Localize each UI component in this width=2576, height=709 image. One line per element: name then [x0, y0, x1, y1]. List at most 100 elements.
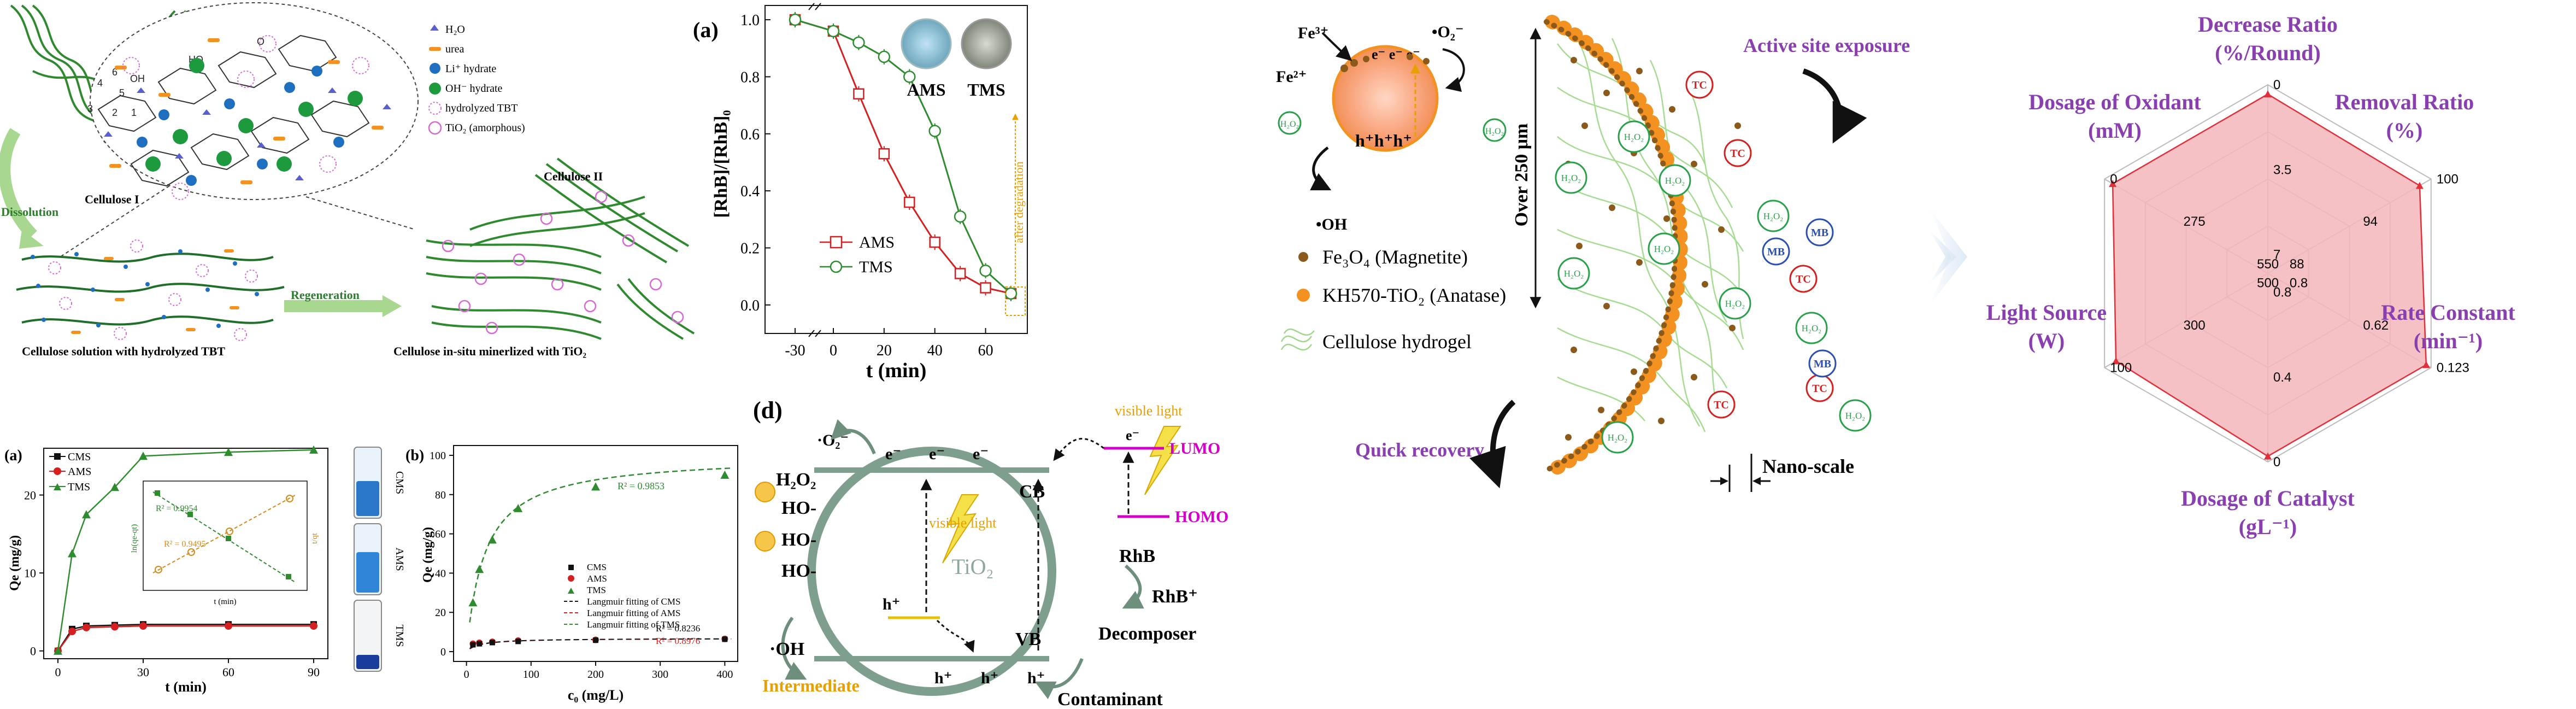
radar-tick-label: 94 [2363, 214, 2378, 229]
inset-ylabel-left: ln(qe-qt) [130, 524, 139, 553]
iso-point-cms [593, 637, 598, 643]
iso-ytick-label: 80 [435, 489, 446, 501]
panel-cellulose-scheme: Cellulose I Dissolution 4 6 5 3 2 1 OH [0, 2, 695, 358]
svg-text:CMS: CMS [587, 562, 607, 572]
iso-xtick-label: 300 [652, 669, 668, 681]
kin-line-ams [57, 625, 314, 652]
svg-text:H₂O₂: H₂O₂ [1561, 173, 1581, 183]
svg-text:Langmuir fitting of TMS: Langmuir fitting of TMS [587, 619, 680, 630]
radar-data-point [2112, 357, 2120, 365]
svg-text:MB: MB [1811, 227, 1828, 239]
decomposer-label: Decomposer [1098, 624, 1196, 644]
svg-text:TC: TC [1692, 79, 1707, 91]
svg-text:H₂O₂: H₂O₂ [1564, 268, 1584, 279]
nano-scale-label: Nano-scale [1762, 455, 1854, 477]
ring-oh-3: O [257, 36, 264, 47]
iso-ytick-label: 60 [435, 529, 446, 541]
iso-point-tms [514, 503, 523, 512]
kin-point-ams [225, 622, 232, 630]
contaminant-label: Contaminant [1057, 689, 1163, 709]
inset-r2-2: R² = 0.9495 [164, 540, 206, 549]
lightning-icon [942, 494, 979, 564]
inset-xlabel: t (min) [214, 597, 236, 606]
radar-axis-label: Light Source [1986, 300, 2107, 325]
radar-data-point [2415, 181, 2424, 189]
radar-tick-label: 0.4 [2273, 370, 2291, 385]
h-1: h⁺ [934, 669, 952, 687]
radar-data-point [2264, 90, 2272, 98]
iso-point-cms [489, 640, 495, 646]
svg-text:H₂O₂: H₂O₂ [1725, 298, 1745, 309]
isotherm-ylabel: Qe (mg/g) [421, 527, 435, 583]
species-legend: H₂O urea Li⁺ hydrate OH⁻ hydrate hydroly… [428, 24, 525, 135]
isotherm-legend: CMS AMS TMS Langmuir fitting of CMS Lang… [564, 562, 680, 630]
deg-point-tms [878, 50, 891, 63]
h2o2-bubbles: H₂O₂ H₂O₂ H₂O₂ H₂O₂ H₂O₂ H₂O₂ H₂O₂ H₂O₂ … [1555, 120, 1872, 454]
degradation-xlabel: t (min) [866, 359, 927, 382]
regeneration-label: Regeneration [291, 288, 360, 302]
iso-xtick-label: 400 [716, 669, 733, 681]
kin-point-ams [139, 622, 147, 630]
tio2-amorphous-icon [428, 121, 442, 135]
svg-text:H₂O₂: H₂O₂ [1665, 175, 1685, 186]
svg-text:TC: TC [1796, 273, 1811, 285]
deg-ytick-label: 0.2 [740, 240, 760, 257]
svg-text:MB: MB [1767, 246, 1785, 258]
kin-point-ams [83, 623, 90, 631]
svg-text:H₂O₂: H₂O₂ [1608, 432, 1627, 443]
tio2-ring [807, 447, 1056, 696]
caption-mineralized: Cellulose in-situ minerlized with TiO₂ [393, 344, 586, 358]
li-hydrate-icon [430, 63, 440, 74]
oh-hydrate-icon [429, 83, 441, 95]
iso-xtick-label: 200 [587, 669, 604, 681]
svg-text:hydrolyzed TBT: hydrolyzed TBT [445, 102, 517, 114]
deg-ytick-label: 0.6 [740, 126, 760, 143]
tms-vial [961, 18, 1012, 69]
kin-xtick-label: 30 [137, 665, 149, 679]
degradation-frame [764, 5, 1028, 334]
kinetics-xlabel: t (min) [165, 679, 207, 695]
radar-tick-label: 0 [2273, 78, 2280, 92]
radar-tick-label: 300 [2184, 318, 2206, 333]
deg-xtick-label: 40 [927, 342, 943, 359]
e-row: e⁻ e⁻ e⁻ [1372, 46, 1420, 62]
after-degradation-box [1005, 286, 1026, 316]
cellulose-ii-label: Cellulose II [544, 169, 603, 183]
svg-text:H₂O₂: H₂O₂ [1845, 411, 1865, 421]
o2-label: •O₂⁻ [1432, 23, 1464, 41]
tio2-label: TiO₂ [952, 554, 994, 579]
ring-num-2: 2 [112, 107, 117, 118]
ho-2: HO- [781, 530, 816, 550]
fe3o4-dots [1565, 57, 1741, 441]
dissolution-arrow [0, 128, 37, 239]
ring-oh-1: OH [130, 73, 145, 84]
inset-ylabel-right: t/qt [310, 532, 319, 544]
svg-text:TC: TC [1812, 383, 1827, 395]
radar-data-point [2109, 180, 2117, 187]
kin-point-tms [82, 510, 91, 519]
iso-point-tms [591, 482, 600, 491]
kin-point-tms [224, 448, 233, 456]
dissolution-label: Dissolution [1, 205, 58, 219]
inset-r2-1: R² = 0.9954 [156, 504, 198, 513]
kin-ytick-label: 10 [24, 566, 36, 580]
radar-tick-label: 0.8 [2273, 285, 2291, 300]
ring-num-6: 6 [112, 67, 117, 78]
fe2-label: Fe²⁺ [1276, 68, 1307, 86]
radar-tick-label: 0.62 [2363, 318, 2389, 333]
iso-fit-tms [469, 467, 732, 623]
kin-ytick-label: 20 [24, 489, 36, 502]
svg-text:H₂O₂: H₂O₂ [1763, 211, 1783, 221]
svg-text:H₂O₂: H₂O₂ [1654, 244, 1674, 254]
deg-point-ams [853, 88, 864, 99]
h2o2-label: H₂O₂ [776, 470, 816, 490]
active-site-arrow [1802, 68, 1867, 144]
iso-point-tms [475, 565, 484, 573]
svg-text:TC: TC [1730, 148, 1745, 160]
deg-point-ams [878, 148, 890, 160]
kin-point-ams [111, 623, 119, 631]
